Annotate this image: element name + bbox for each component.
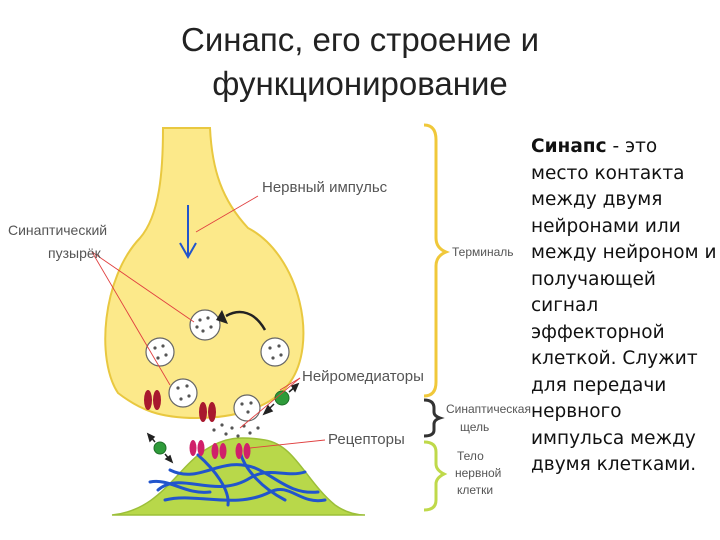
label-terminal: Терминаль — [452, 245, 514, 259]
synaptic-vesicles — [145, 309, 290, 422]
label-synaptic-cleft-1: Синаптическая — [446, 402, 531, 416]
page-title: Синапс, его строение и функционирование — [180, 21, 540, 102]
label-cell-body-3: клетки — [457, 483, 493, 497]
cytoskeleton-fibers — [148, 450, 327, 507]
transporter-arrows — [146, 382, 300, 464]
vesicle — [233, 394, 261, 422]
terminal-bracket — [423, 123, 451, 398]
vesicle-movement-arrow — [225, 310, 267, 331]
cleft-neurotransmitters — [212, 423, 260, 438]
presynaptic-channels — [144, 390, 216, 422]
vesicle — [189, 309, 221, 341]
vesicle — [260, 337, 290, 367]
receptors — [189, 440, 251, 459]
label-synaptic-vesicle-1: Синаптический — [8, 222, 107, 238]
cell-body-bracket — [423, 440, 448, 512]
vesicle — [168, 378, 198, 408]
transporter-presynaptic — [274, 390, 290, 406]
label-nerve-impulse: Нервный импульс — [262, 179, 388, 196]
vesicle — [145, 337, 175, 367]
label-neurotransmitters: Нейромедиаторы — [302, 368, 424, 385]
cleft-bracket — [423, 398, 445, 438]
label-cell-body-2: нервной — [455, 466, 501, 480]
vesicle-movement-arrowhead — [216, 310, 228, 324]
transporter-postsynaptic — [153, 441, 167, 455]
leader-lines — [91, 195, 326, 449]
vesicle-neurotransmitter-dots — [153, 316, 283, 414]
label-synaptic-vesicle-2: пузырёк — [48, 245, 102, 261]
nerve-impulse-arrowhead — [179, 242, 197, 260]
presynaptic-terminal — [104, 127, 305, 420]
synapse-definition: Синапс - это место контакта между двумя … — [531, 134, 717, 479]
label-receptors: Рецепторы — [328, 431, 405, 448]
definition-term: Синапс — [531, 136, 607, 157]
definition-text: - это место контакта между двумя нейрона… — [531, 136, 717, 475]
label-synaptic-cleft-2: щель — [460, 420, 489, 434]
label-cell-body-1: Тело — [457, 449, 484, 463]
